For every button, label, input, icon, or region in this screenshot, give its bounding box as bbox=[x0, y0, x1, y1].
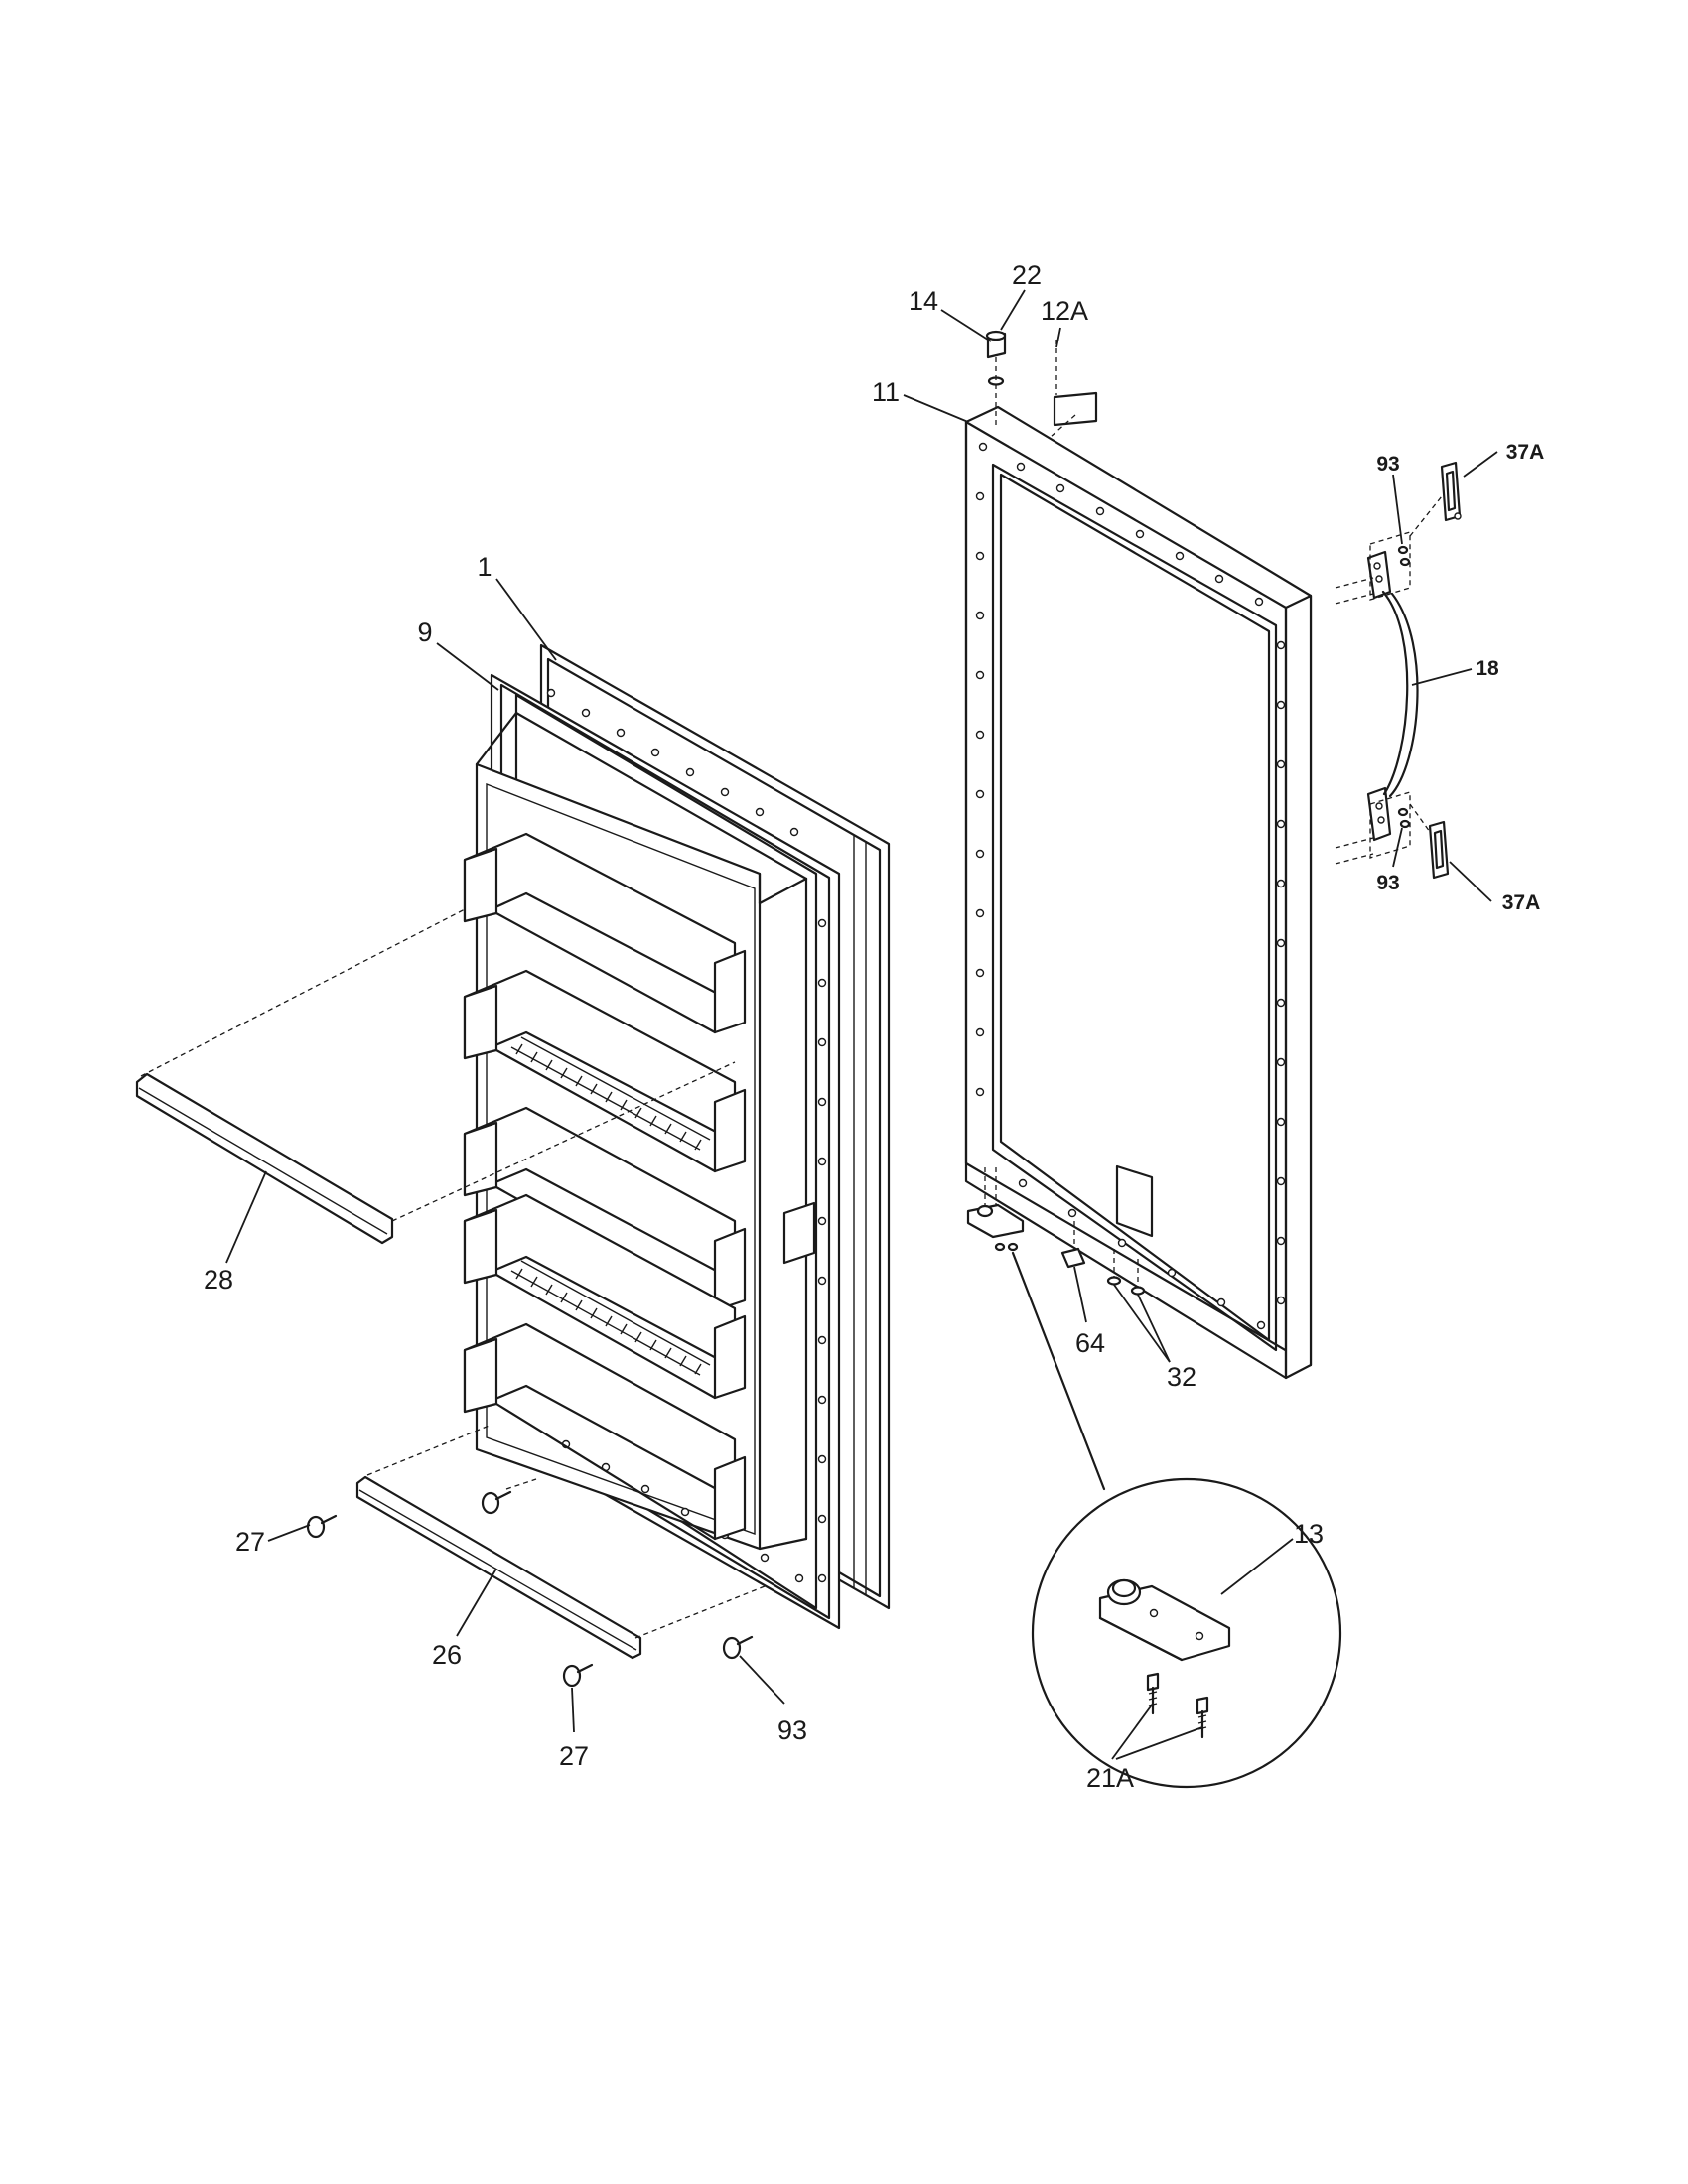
trim-strip-part-26 bbox=[355, 1424, 766, 1660]
callout-14: 14 bbox=[909, 286, 938, 316]
outer-panel-holes bbox=[975, 442, 1286, 1330]
callout-12A: 12A bbox=[1041, 296, 1088, 326]
washers-part-32 bbox=[1106, 1249, 1146, 1296]
door-shelf-4 bbox=[463, 1193, 747, 1400]
hinge-screws-small-icon bbox=[994, 1242, 1019, 1252]
spacer-part-64 bbox=[1060, 1221, 1086, 1269]
washer-part-14 bbox=[987, 357, 1005, 427]
hinge-bushing-part-22 bbox=[985, 330, 1007, 359]
callout-26: 26 bbox=[432, 1640, 462, 1670]
callout-22: 22 bbox=[1012, 260, 1042, 290]
callout-18: 18 bbox=[1476, 657, 1499, 680]
end-cap-bottom-part-37A bbox=[1428, 820, 1450, 880]
callout-1: 1 bbox=[477, 552, 492, 582]
callout-28: 28 bbox=[204, 1265, 233, 1295]
callout-11: 11 bbox=[872, 377, 900, 407]
door-shelf-2 bbox=[463, 969, 747, 1173]
callout-27-left: 27 bbox=[235, 1527, 265, 1557]
callout-93-bottom: 93 bbox=[777, 1715, 807, 1745]
label-plate-part-12A bbox=[1050, 340, 1098, 438]
shelf-bar-part-28 bbox=[135, 907, 736, 1245]
callout-13: 13 bbox=[1294, 1519, 1324, 1549]
outer-door-panel-part-11 bbox=[964, 405, 1313, 1380]
hinge-bracket-small-part-13 bbox=[966, 1167, 1025, 1239]
door-shelf-5 bbox=[463, 1322, 747, 1541]
handle-screws-part-93 bbox=[1335, 495, 1443, 865]
callout-37A-bottom: 37A bbox=[1502, 891, 1541, 914]
end-cap-top-part-37A bbox=[1440, 461, 1462, 522]
callout-21A: 21A bbox=[1086, 1763, 1134, 1793]
screw-27-left-icon bbox=[306, 1514, 338, 1539]
screw-93-bottom-icon bbox=[722, 1635, 754, 1660]
hinge-detail-zoom bbox=[1011, 1251, 1342, 1789]
callout-labels: 1 9 28 27 26 27 93 14 22 12A 11 93 37A 1… bbox=[204, 260, 1544, 1793]
screw-mid-icon bbox=[481, 1490, 512, 1515]
door-handle-part-18 bbox=[1366, 550, 1419, 842]
callout-93-top: 93 bbox=[1376, 453, 1399, 476]
callout-64: 64 bbox=[1075, 1328, 1105, 1358]
leader-lines bbox=[225, 289, 1498, 1760]
screw-27-bottom-icon bbox=[562, 1663, 594, 1688]
callout-9: 9 bbox=[417, 617, 432, 647]
callout-32: 32 bbox=[1167, 1362, 1196, 1392]
door-shelf-1 bbox=[463, 832, 747, 1034]
callout-37A-top: 37A bbox=[1506, 441, 1545, 464]
callout-27-bottom: 27 bbox=[559, 1741, 589, 1771]
callout-93-mid: 93 bbox=[1376, 872, 1399, 894]
